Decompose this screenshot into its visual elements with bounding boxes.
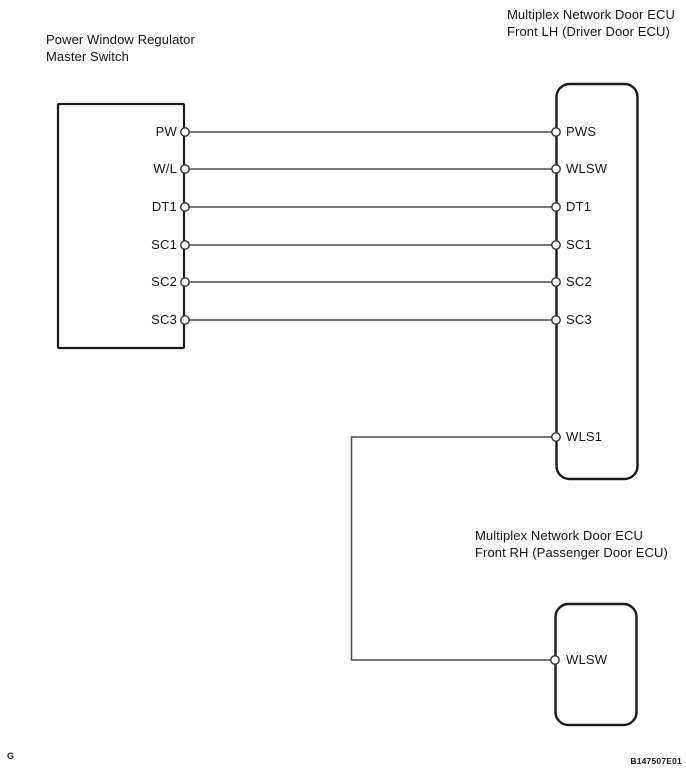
wire-group <box>185 131 556 661</box>
passenger-ecu-title: Multiplex Network Door ECU Front RH (Pas… <box>475 527 668 561</box>
terminal-sc3-left <box>180 315 190 325</box>
pin-label-wls1: WLS1 <box>566 429 603 444</box>
terminal-sc1-right <box>551 240 561 250</box>
pin-label-sc2-right: SC2 <box>566 274 592 289</box>
terminal-wls1 <box>551 432 561 442</box>
master-switch-title: Power Window Regulator Master Switch <box>46 31 195 65</box>
master-switch-title-line1: Power Window Regulator <box>46 32 195 47</box>
driver-ecu-title-line1: Multiplex Network Door ECU <box>507 7 676 22</box>
terminal-pw <box>180 127 190 137</box>
pin-label-dt1-right: DT1 <box>566 199 592 214</box>
pin-label-wl: W/L <box>153 161 177 176</box>
pin-label-sc2-left: SC2 <box>151 274 177 289</box>
pin-label-dt1-left: DT1 <box>151 199 177 214</box>
pin-label-wlsw-driver: WLSW <box>566 161 608 176</box>
pin-label-pw: PW <box>155 124 177 139</box>
pin-label-sc1-left: SC1 <box>151 237 177 252</box>
terminal-pws <box>551 127 561 137</box>
page-corner-mark: G <box>7 751 15 761</box>
pin-label-sc1-right: SC1 <box>566 237 592 252</box>
pin-label-wlsw-passenger: WLSW <box>566 652 608 667</box>
terminal-sc3-right <box>551 315 561 325</box>
terminal-sc1-left <box>180 240 190 250</box>
terminal-sc2-right <box>551 277 561 287</box>
pin-label-sc3-right: SC3 <box>566 312 592 327</box>
terminal-group <box>180 127 561 665</box>
driver-ecu-title: Multiplex Network Door ECU Front LH (Dri… <box>507 6 675 40</box>
terminal-wl <box>180 164 190 174</box>
wire-wls1-wlsw <box>350 436 556 661</box>
master-switch-title-line2: Master Switch <box>46 49 129 64</box>
terminal-sc2-left <box>180 277 190 287</box>
passenger-ecu-title-line2: Front RH (Passenger Door ECU) <box>475 545 668 560</box>
pin-label-sc3-left: SC3 <box>151 312 177 327</box>
terminal-wlsw-passenger <box>550 655 560 665</box>
master-switch-box <box>56 102 186 350</box>
driver-ecu-title-line2: Front LH (Driver Door ECU) <box>507 24 670 39</box>
terminal-wlsw-driver <box>551 164 561 174</box>
terminal-dt1-left <box>180 202 190 212</box>
terminal-dt1-right <box>551 202 561 212</box>
document-code: B147507E01 <box>630 756 682 766</box>
pin-label-pws: PWS <box>566 124 597 139</box>
passenger-ecu-title-line1: Multiplex Network Door ECU <box>475 528 644 543</box>
